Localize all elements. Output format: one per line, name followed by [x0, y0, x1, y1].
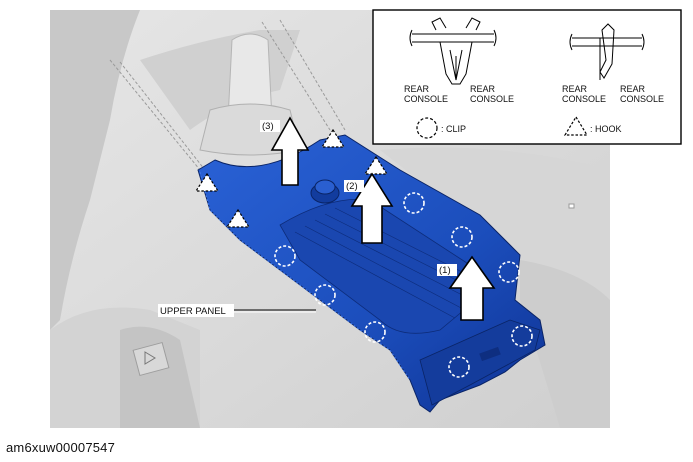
clip-marker: [498, 261, 520, 283]
clip-marker: [448, 356, 470, 378]
clip-marker: [364, 321, 386, 343]
clip-marker: [314, 284, 336, 306]
lift-arrow-1: [448, 255, 496, 321]
hook-marker: [320, 128, 346, 148]
clip-marker: [274, 245, 296, 267]
step-2-label: (2): [346, 181, 358, 192]
hook-detail-right-line1: REAR: [620, 84, 646, 94]
clip-detail-left-line1: REAR: [404, 84, 430, 94]
hook-detail-left-line2: CONSOLE: [562, 94, 606, 104]
hook-marker: [225, 208, 251, 228]
clip-marker: [451, 226, 473, 248]
figure-id: am6xuw00007547: [6, 440, 116, 455]
step-3-label: (3): [262, 121, 274, 132]
clip-detail-left-line2: CONSOLE: [404, 94, 448, 104]
hook-marker: [363, 155, 389, 175]
upper-panel-part: [197, 134, 546, 413]
hook-detail-left-line1: REAR: [562, 84, 588, 94]
hook-detail-right-line2: CONSOLE: [620, 94, 664, 104]
clip-detail-drawing: [409, 17, 497, 85]
clip-markers: [274, 192, 533, 378]
clip-marker: [511, 325, 533, 347]
clip-detail-right-line1: REAR: [470, 84, 496, 94]
lift-arrow-3: [270, 116, 310, 186]
legend-box: REAR CONSOLE REAR CONSOLE REAR CONSOLE R…: [372, 9, 682, 145]
step-1-label: (1): [439, 265, 451, 276]
hook-marker: [194, 172, 220, 192]
clip-legend-icon: [416, 117, 438, 139]
hook-detail-drawing: [569, 23, 645, 80]
hook-legend-icon: [563, 115, 589, 136]
hook-markers: [194, 128, 389, 228]
clip-marker: [403, 192, 425, 214]
clip-legend-label: : CLIP: [441, 124, 466, 134]
clip-detail-right-line2: CONSOLE: [470, 94, 514, 104]
upper-panel-label: UPPER PANEL: [160, 306, 226, 317]
hook-legend-label: : HOOK: [590, 124, 622, 134]
